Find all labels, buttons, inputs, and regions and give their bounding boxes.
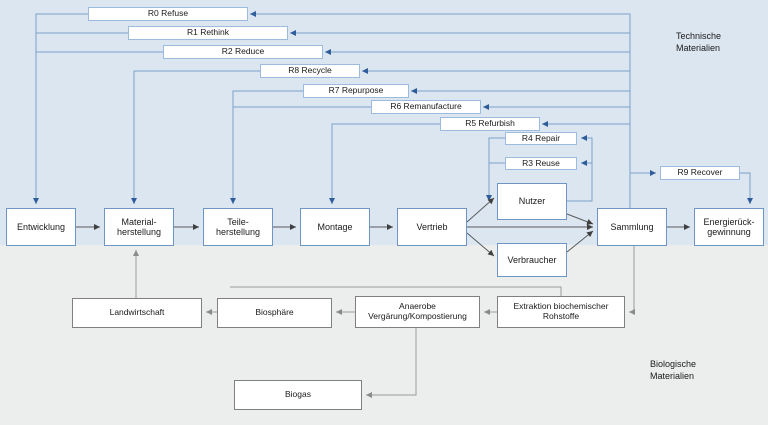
bio-anaerobe[interactable]: Anaerobe Vergärung/Kompostierung [355,296,480,328]
wire-nutzer-to-sammlung [566,213,594,225]
r-strategy-r6[interactable]: R6 Remanufacture [371,100,481,114]
r-strategy-r1[interactable]: R1 Rethink [128,26,288,40]
r-strategy-r7[interactable]: R7 Repurpose [303,84,409,98]
process-vertrieb[interactable]: Vertrieb [397,208,467,246]
wire-r8-to-materialherstellung [131,70,260,204]
r-strategy-r9[interactable]: R9 Recover [660,166,740,180]
bio-landwirtschaft[interactable]: Landwirtschaft [72,298,202,328]
actor-nutzer[interactable]: Nutzer [497,183,567,220]
wire-sammlung-to-extraktion [629,246,635,315]
process-material[interactable]: Material- herstellung [104,208,174,246]
wire-nutzer-to-r4 [567,135,593,202]
wire-r0-to-entwicklung [33,13,88,204]
biological-flow-lines [133,246,635,398]
r-strategy-r4[interactable]: R4 Repair [505,132,577,145]
process-entwicklung[interactable]: Entwicklung [6,208,76,246]
r-strategy-r5[interactable]: R5 Refurbish [440,117,540,131]
r-strategy-return-lines [33,11,753,246]
technical-materials-panel [0,0,768,245]
bio-extraktion[interactable]: Extraktion biochemischer Rohstoffe [497,296,625,328]
process-flow-lines [76,197,690,257]
bio-biogas[interactable]: Biogas [234,380,362,410]
r-strategy-r2[interactable]: R2 Reduce [163,45,323,59]
wire-r4-to-nutzer [486,137,505,201]
wire-extraktion-branch [230,286,562,296]
r-strategy-r8[interactable]: R8 Recycle [260,64,360,78]
r-strategy-r3[interactable]: R3 Reuse [505,157,577,170]
wire-r5-to-montage [329,123,440,204]
wire-r7-to-teileherstellung [230,90,303,204]
wire-verbraucher-to-sammlung [566,230,594,253]
wire-anaerobe-to-biogas [366,328,417,398]
process-energie[interactable]: Energierück- gewinnung [694,208,764,246]
wire-sammlung-to-r0 [250,11,631,246]
process-teile[interactable]: Teile- herstellung [203,208,273,246]
wire-vertrieb-to-verbraucher [466,232,495,257]
process-montage[interactable]: Montage [300,208,370,246]
wire-vertrieb-to-nutzer [466,197,495,223]
bio-biosphaere[interactable]: Biosphäre [217,298,332,328]
biological-materials-caption: Biologische Materialien [650,359,697,382]
process-sammlung[interactable]: Sammlung [597,208,667,246]
actor-verbraucher[interactable]: Verbraucher [497,243,567,277]
technical-materials-caption: Technische Materialien [676,31,722,54]
wire-r9-to-energierueckgewinnung [740,172,753,204]
r-strategy-r0[interactable]: R0 Refuse [88,7,248,21]
